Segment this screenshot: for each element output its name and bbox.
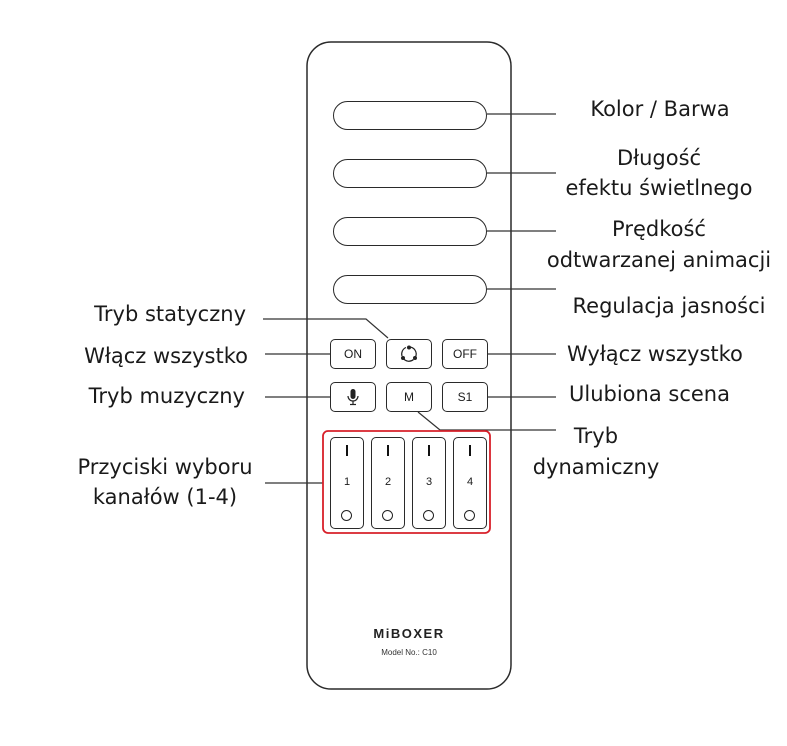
effect-length-slider[interactable] (333, 159, 487, 188)
static-mode-icon (401, 345, 417, 362)
on-bar-icon (387, 445, 389, 456)
channel-button-4[interactable]: 4 (453, 437, 487, 529)
label-dynamic-1: Tryb (573, 424, 619, 448)
color-slider[interactable] (333, 101, 487, 130)
scene-button-label: S1 (457, 390, 473, 404)
label-effect-length-2: efektu świetlnego (565, 176, 753, 200)
microphone-icon (347, 389, 359, 406)
off-circle-icon (423, 510, 434, 521)
channel-highlight-frame (322, 430, 491, 534)
on-bar-icon (469, 445, 471, 456)
label-favorite-scene: Ulubiona scena (569, 382, 730, 406)
channel-number: 1 (343, 476, 351, 488)
label-all-off: Wyłącz wszystko (567, 342, 743, 366)
channel-number: 4 (466, 476, 474, 488)
label-music-mode: Tryb muzyczny (88, 384, 245, 408)
brand-logo: MiBOXER (373, 626, 445, 641)
channel-button-1[interactable]: 1 (330, 437, 364, 529)
label-channel-buttons-1: Przyciski wyboru (77, 455, 253, 479)
model-number: Model No.: C10 (381, 648, 437, 657)
label-brightness: Regulacja jasności (572, 294, 766, 318)
label-static-mode: Tryb statyczny (94, 302, 246, 326)
channel-number: 3 (425, 476, 433, 488)
channel-button-2[interactable]: 2 (371, 437, 405, 529)
mode-button-label: M (404, 390, 414, 404)
off-circle-icon (341, 510, 352, 521)
on-bar-icon (346, 445, 348, 456)
label-dynamic-2: dynamiczny (532, 455, 660, 479)
dynamic-mode-button[interactable]: M (386, 382, 432, 412)
on-button[interactable]: ON (330, 339, 376, 369)
connector-lines (263, 113, 556, 484)
music-mode-button[interactable] (330, 382, 376, 412)
label-channel-buttons-2: kanałów (1-4) (92, 485, 238, 509)
label-speed-1: Prędkość (612, 217, 706, 241)
label-speed-2: odtwarzanej animacji (546, 248, 772, 272)
off-circle-icon (382, 510, 393, 521)
static-mode-button[interactable] (386, 339, 432, 369)
brightness-slider[interactable] (333, 275, 487, 304)
channel-number: 2 (384, 476, 392, 488)
label-color: Kolor / Barwa (590, 97, 730, 121)
off-circle-icon (464, 510, 475, 521)
off-button-label: OFF (453, 347, 477, 361)
on-bar-icon (428, 445, 430, 456)
on-button-label: ON (344, 347, 362, 361)
label-effect-length-1: Długość (616, 146, 702, 170)
speed-slider[interactable] (333, 217, 487, 246)
channel-button-3[interactable]: 3 (412, 437, 446, 529)
off-button[interactable]: OFF (442, 339, 488, 369)
label-all-on: Włącz wszystko (84, 344, 248, 368)
favorite-scene-button[interactable]: S1 (442, 382, 488, 412)
